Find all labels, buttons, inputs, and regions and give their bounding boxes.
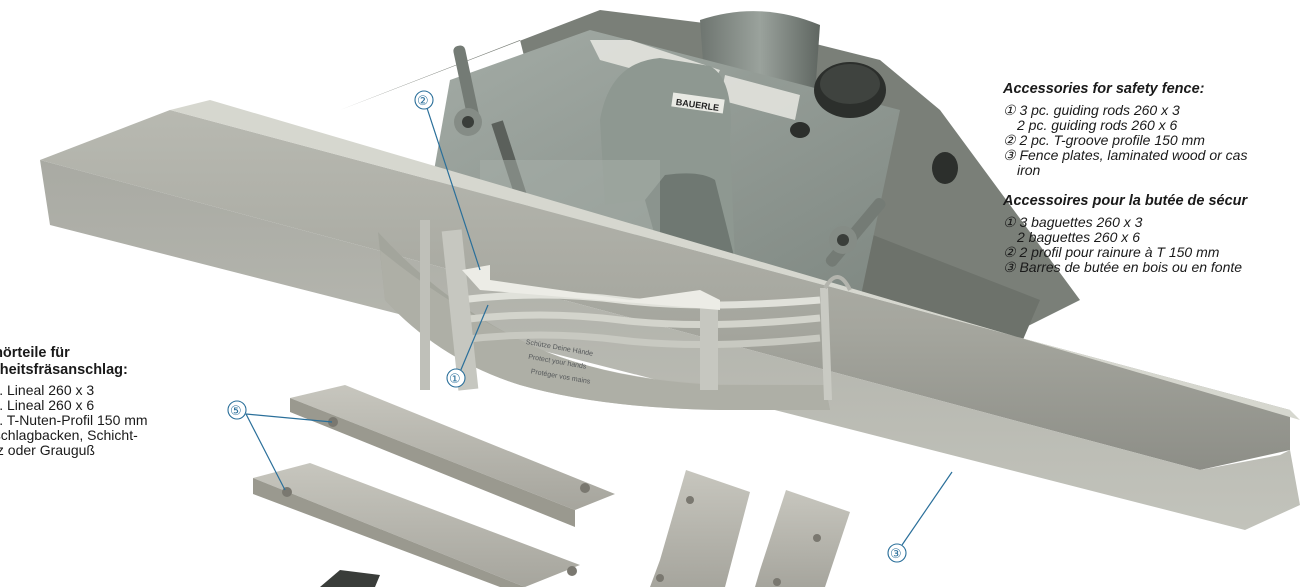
english-item: 2 pc. guiding rods 260 x 6	[1017, 117, 1178, 133]
german-heading-line: erheitsfräsanschlag:	[0, 362, 128, 378]
callout-2: ②	[414, 90, 481, 271]
callout-5: ⑤	[227, 400, 333, 491]
callout-1: ①	[446, 304, 489, 388]
svg-text:②: ②	[417, 94, 429, 109]
bracket	[820, 275, 852, 400]
french-item: ② 2 profil pour rainure à T 150 mm	[1003, 244, 1220, 260]
guard-strip: Schütze Deine Hände Protect your hands P…	[378, 232, 830, 410]
german-heading-line: ehörteile für	[0, 345, 70, 361]
adjustment-knobs	[790, 62, 958, 184]
english-item: ② 2 pc. T-groove profile 150 mm	[1003, 132, 1205, 148]
german-heading: ehörteile für erheitsfräsanschlag:	[0, 345, 216, 379]
german-item: olz oder Grauguß	[0, 442, 95, 458]
french-heading: Accessoires pour la butée de sécur	[1003, 193, 1248, 209]
svg-text:③: ③	[890, 547, 902, 562]
svg-text:①: ①	[449, 372, 461, 387]
t-groove-profile	[462, 265, 720, 310]
german-accessories: ehörteile für erheitsfräsanschlag: St. L…	[0, 345, 216, 458]
english-item: ① 3 pc. guiding rods 260 x 3	[1003, 102, 1180, 118]
german-item: St. Lineal 260 x 3	[0, 382, 95, 398]
german-item: St. Lineal 260 x 6	[0, 397, 95, 413]
english-accessories: Accessories for safety fence: ① 3 pc. gu…	[1003, 81, 1307, 178]
english-heading: Accessories for safety fence:	[1003, 81, 1205, 97]
french-item: ① 3 baguettes 260 x 3	[1003, 214, 1143, 230]
french-accessories: Accessoires pour la butée de sécur ① 3 b…	[1003, 193, 1307, 275]
wooden-fence-plates	[253, 385, 850, 587]
french-item: ③ Barres de butée en bois ou en fonte	[1003, 259, 1243, 275]
svg-text:⑤: ⑤	[230, 404, 242, 419]
callout-3: ③	[887, 471, 953, 563]
english-item: iron	[1017, 162, 1041, 178]
english-item: ③ Fence plates, laminated wood or cas	[1003, 147, 1248, 163]
french-item: 2 baguettes 260 x 6	[1017, 229, 1140, 245]
german-item: nschlagbacken, Schicht-	[0, 427, 138, 443]
clamp-levers	[453, 45, 886, 267]
german-item: St. T-Nuten-Profil 150 mm	[0, 412, 148, 428]
